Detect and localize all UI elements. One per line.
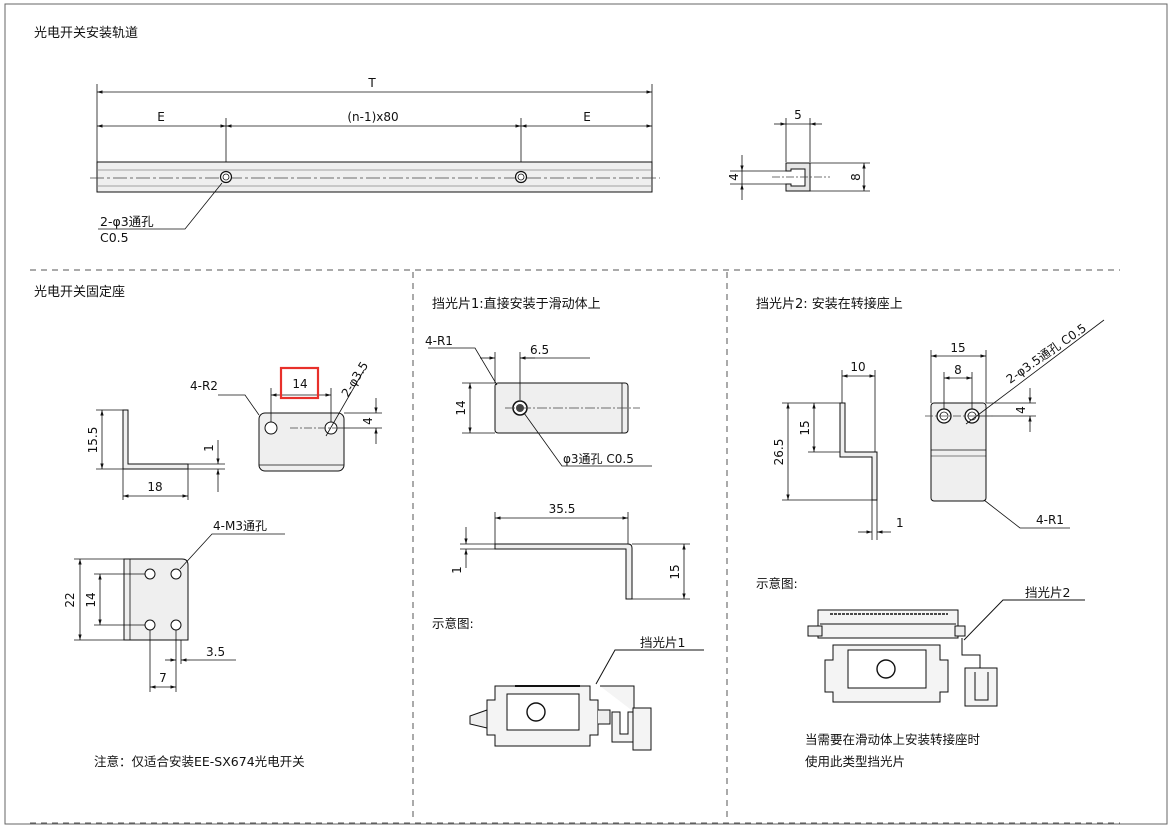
profile-height: 8 [849, 173, 863, 181]
mount-base-plate: 22 14 7 3.5 4-M3通孔 [63, 519, 285, 692]
flag2-section: 挡光片2: 安装在转接座上 10 26.5 15 1 [756, 296, 1105, 769]
dim-end-left: E [157, 110, 165, 124]
flag2-offset: 10 [850, 360, 865, 374]
flag2-width: 15 [950, 341, 965, 355]
flag2-diagram-label: 示意图: [756, 576, 798, 591]
mount-front-view: 14 4-R2 2-φ3.5 4 [190, 359, 382, 472]
rail-hole-left [219, 170, 233, 184]
flag1-height: 14 [454, 400, 468, 415]
dim-pitch: (n-1)x80 [347, 110, 398, 124]
rail-title: 光电开关安装轨道 [34, 26, 138, 41]
mount-hole-pitch: 14 [292, 377, 307, 391]
mount-hole-label: 2-φ3.5 [339, 359, 372, 399]
flag1-hole-x: 6.5 [530, 343, 549, 357]
mount-section: 光电开关固定座 15.5 18 1 [34, 285, 382, 769]
flag1-hole-label: φ3通孔 C0.5 [563, 452, 634, 466]
rail-profile: 5 8 4 [727, 108, 870, 200]
mount-title: 光电开关固定座 [34, 285, 125, 300]
plate-hole-edge: 3.5 [206, 645, 225, 659]
mount-side-view [122, 409, 189, 470]
flag1-thickness: 1 [450, 566, 464, 574]
flag1-length: 35.5 [549, 502, 576, 516]
flag2-note-line2: 使用此类型挡光片 [805, 754, 905, 769]
dim-end-right: E [583, 110, 591, 124]
flag2-height-upper: 15 [798, 420, 812, 435]
mount-note: 注意：仅适合安装EE-SX674光电开关 [94, 754, 305, 769]
plate-pitch: 14 [84, 592, 98, 607]
flag2-radius-label: 4-R1 [1036, 513, 1064, 527]
flag2-hole-pitch: 8 [954, 363, 962, 377]
rail-hole-right [514, 170, 528, 184]
mount-height: 15.5 [86, 427, 100, 454]
flag2-hole-label: 2-φ3.5通孔 C0.5 [1004, 321, 1089, 387]
mount-radius-label: 4-R2 [190, 379, 218, 393]
mount-length: 18 [147, 480, 162, 494]
hole-leader [98, 182, 223, 230]
flag1-part-label: 挡光片1 [640, 635, 685, 650]
flag1-diagram-label: 示意图: [432, 616, 474, 631]
rail-body [96, 161, 653, 193]
rail-chamfer-note: C0.5 [100, 230, 129, 245]
flag1-section: 挡光片1:直接安装于滑动体上 4-R1 6.5 14 φ3通孔 C0.5 [425, 296, 704, 751]
rail-section: 光电开关安装轨道 T E (n-1)x80 E 2-φ3通孔 C0.5 [34, 26, 870, 245]
flag2-hole-offset: 4 [1014, 406, 1028, 414]
flag2-title: 挡光片2: 安装在转接座上 [756, 296, 903, 312]
rail-hole-note: 2-φ3通孔 [100, 214, 154, 229]
sheet-border [4, 3, 1168, 825]
flag2-thickness: 1 [896, 516, 904, 530]
mount-hole-offset: 4 [361, 417, 375, 425]
profile-width: 5 [794, 108, 802, 122]
highlight-box [279, 366, 320, 400]
profile-inner: 4 [727, 173, 741, 181]
flag1-side-view [494, 543, 633, 600]
flag1-schematic [469, 649, 704, 751]
flag2-note-line1: 当需要在滑动体上安装转接座时 [805, 732, 981, 747]
flag1-title: 挡光片1:直接安装于滑动体上 [432, 296, 601, 312]
flag2-schematic [807, 599, 1085, 707]
plate-thread-label: 4-M3通孔 [213, 519, 267, 533]
plate-hole-spacing: 7 [159, 671, 167, 685]
section-dividers [30, 269, 1120, 824]
plate-height: 22 [63, 592, 77, 607]
flag1-radius-label: 4-R1 [425, 334, 453, 348]
flag2-side-view [839, 402, 878, 501]
dim-total: T [367, 76, 376, 90]
mount-thickness: 1 [202, 444, 216, 452]
flag1-bend: 15 [668, 564, 682, 579]
flag2-part-label: 挡光片2 [1025, 585, 1070, 600]
flag2-height-total: 26.5 [772, 439, 786, 466]
flag2-front-view: 15 8 2-φ3.5通孔 C0.5 4 4-R1 [925, 319, 1105, 529]
